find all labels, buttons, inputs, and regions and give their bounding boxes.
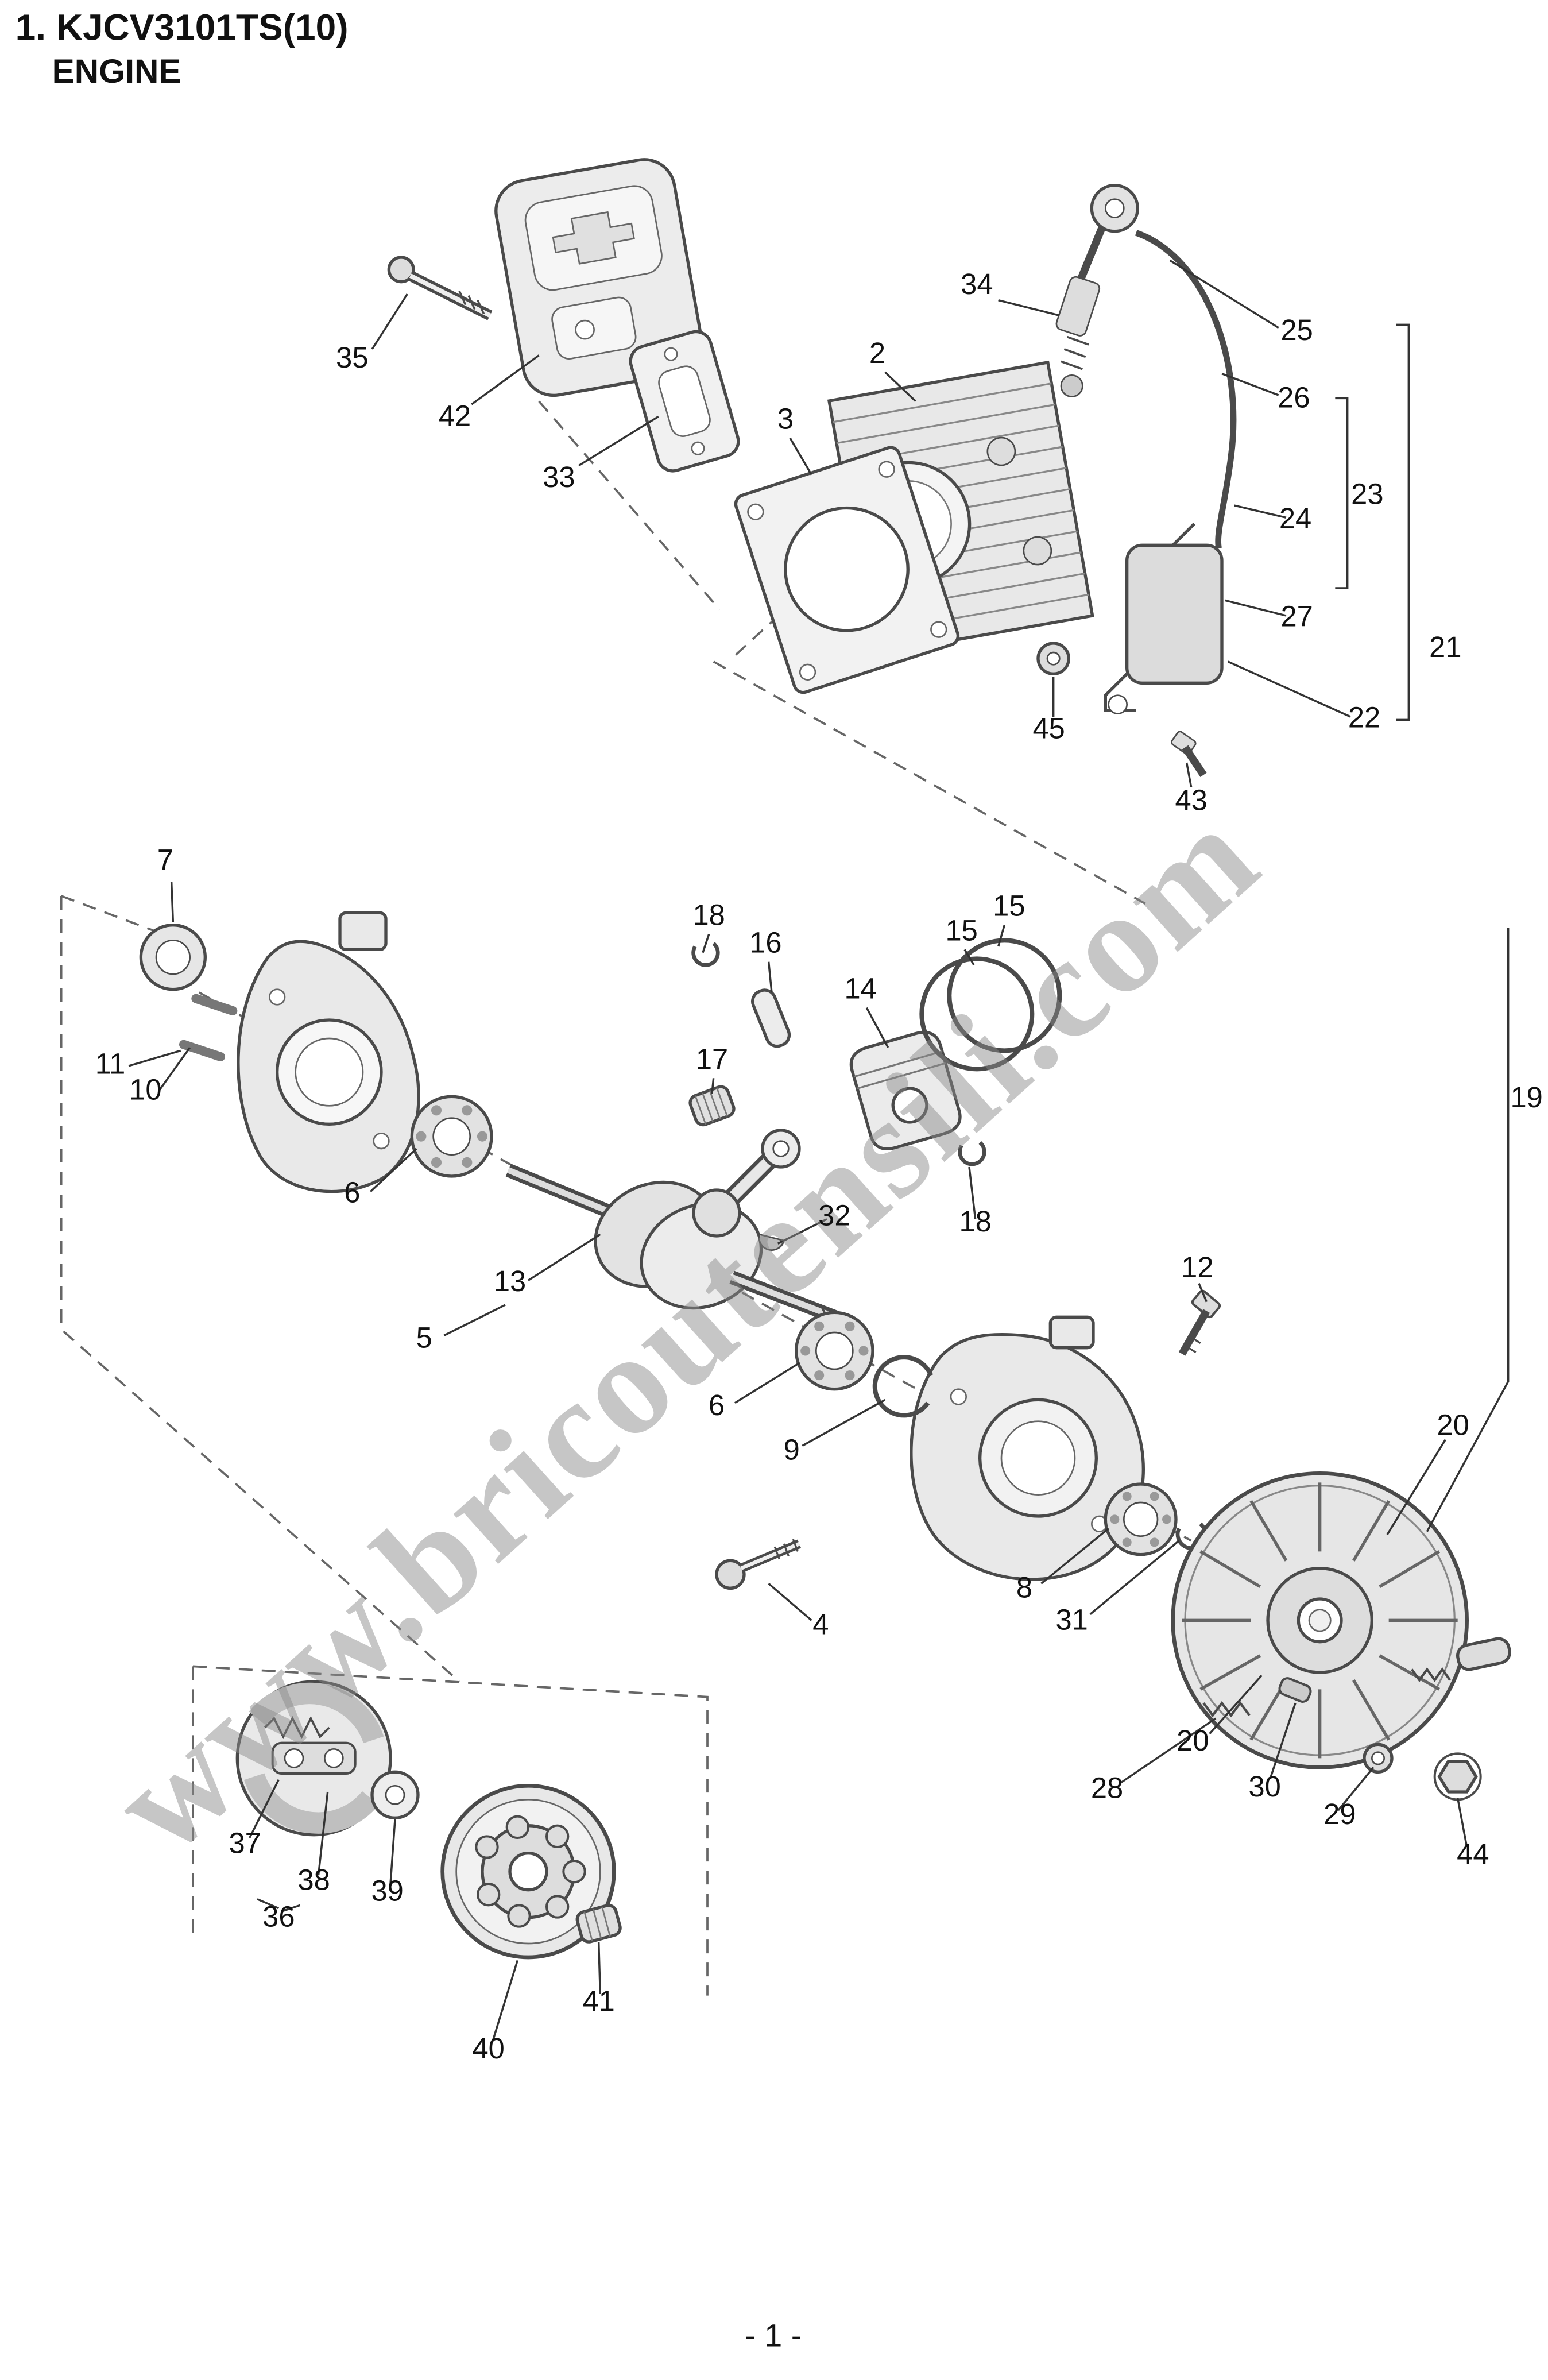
- part-label-10: 10: [129, 1073, 161, 1106]
- part-label-30: 30: [1248, 1770, 1280, 1803]
- crankcase-left-shape: [237, 911, 420, 1193]
- part-label-41: 41: [582, 1984, 614, 2017]
- washer-45-shape: [1036, 642, 1070, 675]
- part-label-13: 13: [494, 1265, 526, 1297]
- coil-bolt-shape: [1171, 731, 1207, 778]
- flywheel-shape: [1171, 1471, 1469, 1769]
- part-label-45: 45: [1032, 712, 1065, 744]
- part-label-18b: 18: [959, 1205, 991, 1238]
- piston-pin-shape: [751, 988, 791, 1048]
- part-label-25: 25: [1280, 314, 1313, 346]
- part-label-6b: 6: [709, 1389, 725, 1421]
- part-label-44: 44: [1457, 1837, 1489, 1870]
- part-label-20: 20: [1437, 1409, 1469, 1442]
- part-label-26: 26: [1278, 381, 1310, 414]
- flywheel-hardware-shape: [1363, 1637, 1511, 1801]
- dowel-pin-shape: [179, 1040, 225, 1061]
- pin-clip-shape: [958, 1141, 986, 1166]
- part-label-36: 36: [262, 1900, 295, 1933]
- part-label-39: 39: [371, 1874, 403, 1907]
- piston-ring-shape: [947, 938, 1062, 1053]
- page-number: - 1 -: [745, 2317, 802, 2353]
- part-label-43: 43: [1175, 784, 1207, 817]
- part-label-37: 37: [229, 1827, 261, 1860]
- part-label-35: 35: [336, 341, 368, 374]
- part-label-29: 29: [1323, 1798, 1356, 1830]
- clutch-spring-shape: [264, 1716, 330, 1740]
- washer-39-shape: [370, 1770, 420, 1819]
- starter-pawl-shape: [1278, 1677, 1312, 1703]
- muffler-bolt-shape: [387, 256, 493, 320]
- part-label-22: 22: [1348, 701, 1380, 734]
- diagram-title: 1. KJCV3101TS(10): [16, 6, 349, 48]
- watermark-text: www.bricoutensili.com: [82, 775, 1288, 1884]
- diagram-subtitle: ENGINE: [52, 53, 181, 90]
- bearing-7-shape: [139, 923, 207, 991]
- bearing-6-right-shape: [795, 1311, 874, 1391]
- dowel-pin-shape: [191, 994, 238, 1015]
- circlip-9-shape: [872, 1355, 934, 1418]
- leader-lines: [128, 259, 1510, 2041]
- flywheel-nut-shape: [1437, 1760, 1478, 1794]
- spark-lead-shape: [1135, 230, 1237, 549]
- part-label-9: 9: [784, 1433, 800, 1466]
- valve-assembly-shape: [1055, 183, 1139, 397]
- part-label-3: 3: [777, 403, 794, 435]
- part-label-16: 16: [749, 926, 781, 959]
- part-label-11: 11: [95, 1047, 126, 1080]
- clutch-assembly-shape: [235, 1680, 392, 1837]
- part-label-31: 31: [1055, 1603, 1088, 1636]
- part-label-28: 28: [1091, 1772, 1123, 1805]
- part-label-20b: 20: [1177, 1724, 1209, 1757]
- part-label-42: 42: [439, 399, 471, 432]
- part-label-17: 17: [696, 1042, 728, 1075]
- part-labels: 35 42 33 3 2 34 25 26 23 24 27 21 22 45 …: [95, 268, 1543, 2065]
- pawl-lever-shape: [1456, 1637, 1511, 1671]
- bearing-6-left-shape: [410, 1095, 493, 1178]
- pin-clip-shape: [691, 942, 720, 967]
- part-label-15b: 15: [945, 914, 977, 946]
- needle-bearing-17-shape: [688, 1085, 736, 1127]
- part-label-24: 24: [1279, 502, 1311, 535]
- muffler-shape: [494, 158, 704, 397]
- part-label-15: 15: [993, 890, 1025, 922]
- piston-ring-shape: [919, 956, 1035, 1072]
- crankcase-right-shape: [910, 1315, 1145, 1581]
- pawl-spring-shape: [1202, 1701, 1251, 1718]
- spring-shape: [1410, 1667, 1452, 1683]
- clutch-drum-shape: [440, 1784, 616, 1960]
- crankcase-bolt-12-shape: [1178, 1289, 1221, 1356]
- part-label-40: 40: [472, 2032, 504, 2065]
- part-label-12: 12: [1181, 1251, 1213, 1284]
- part-label-14: 14: [844, 972, 876, 1005]
- part-label-34: 34: [961, 268, 993, 300]
- part-label-19: 19: [1510, 1081, 1542, 1114]
- part-label-5: 5: [416, 1322, 432, 1354]
- part-label-7: 7: [157, 844, 173, 876]
- part-label-32: 32: [818, 1199, 850, 1231]
- part-label-18: 18: [692, 899, 725, 932]
- part-label-21: 21: [1429, 631, 1461, 663]
- cylinder-gasket-shape: [734, 446, 960, 694]
- part-label-8: 8: [1016, 1571, 1032, 1604]
- needle-cage-41-shape: [575, 1903, 622, 1944]
- part-label-6: 6: [344, 1176, 360, 1208]
- muffler-gasket-shape: [629, 330, 740, 473]
- part-label-33: 33: [543, 461, 575, 493]
- part-label-23: 23: [1351, 477, 1383, 510]
- part-label-27: 27: [1280, 600, 1313, 633]
- part-label-2: 2: [869, 337, 885, 369]
- part-label-38: 38: [297, 1864, 330, 1896]
- bearing-8-shape: [1104, 1482, 1178, 1556]
- part-label-4: 4: [812, 1608, 829, 1640]
- crankcase-bolt-4-shape: [715, 1539, 802, 1590]
- piston-shape: [849, 1030, 962, 1151]
- woodruff-key-shape: [758, 1233, 785, 1251]
- ignition-coil-shape: [1104, 523, 1224, 714]
